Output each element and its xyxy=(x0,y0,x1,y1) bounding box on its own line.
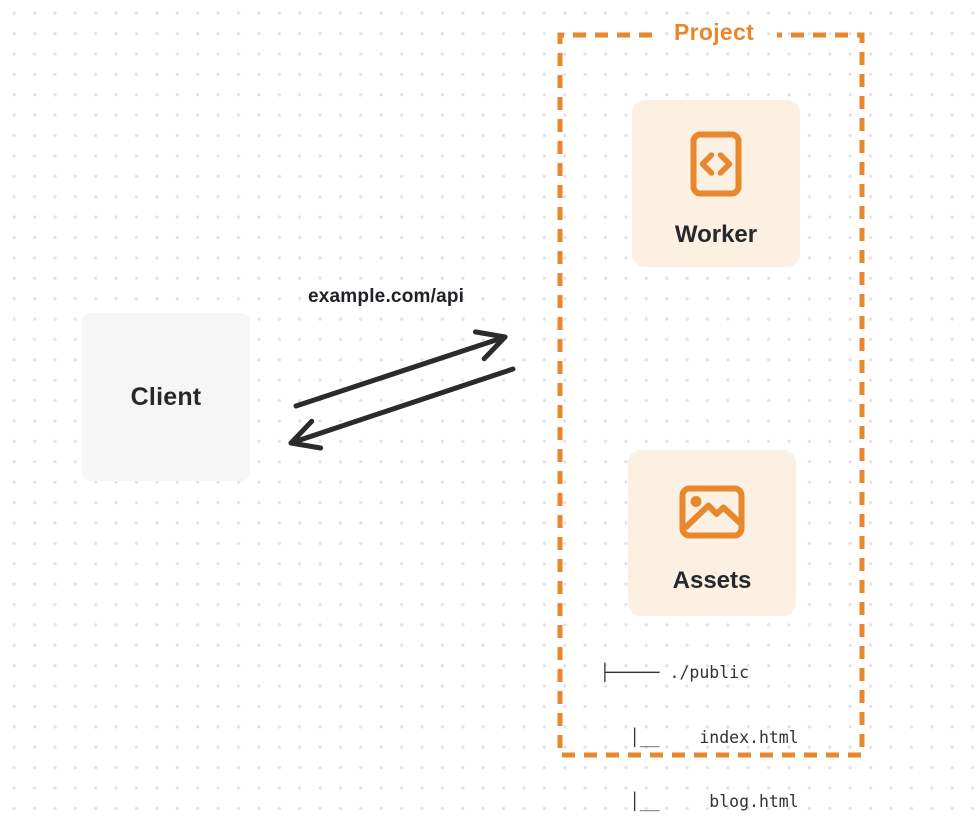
file-tree-line: │__ blog.html xyxy=(600,792,799,811)
project-label: Project xyxy=(673,19,755,45)
client-node: Client xyxy=(82,313,250,481)
file-tree-line: ├───── ./public xyxy=(600,663,750,682)
file-tree-line: │__ index.html xyxy=(600,727,799,747)
assets-label: Assets xyxy=(672,567,752,594)
request-arrow xyxy=(293,329,508,409)
worker-label: Worker xyxy=(674,221,758,248)
client-label: Client xyxy=(130,382,202,411)
worker-node: Worker xyxy=(632,100,800,267)
image-icon xyxy=(679,485,745,539)
file-tree: ├───── ./public │__ index.html │__ blog.… xyxy=(600,619,799,818)
code-document-icon xyxy=(690,131,742,197)
assets-node: Assets xyxy=(628,450,796,616)
response-arrow xyxy=(288,366,516,451)
request-url-label: example.com/api xyxy=(308,286,465,307)
